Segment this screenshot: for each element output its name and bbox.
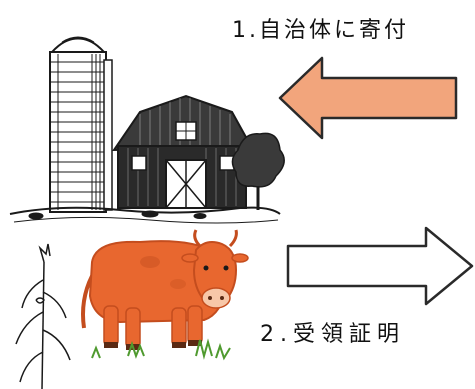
corn-stalk-illustration — [15, 243, 71, 389]
step-1-label: 1.自治体に寄付 — [232, 18, 409, 43]
grass-tufts — [91, 338, 231, 361]
cow-grazing-illustration — [81, 229, 249, 350]
step-1-arrow — [278, 56, 458, 140]
barn-with-silo-illustration — [9, 36, 285, 224]
step-2-arrow — [286, 226, 474, 306]
step-2-label: 2.受領証明 — [260, 322, 405, 347]
